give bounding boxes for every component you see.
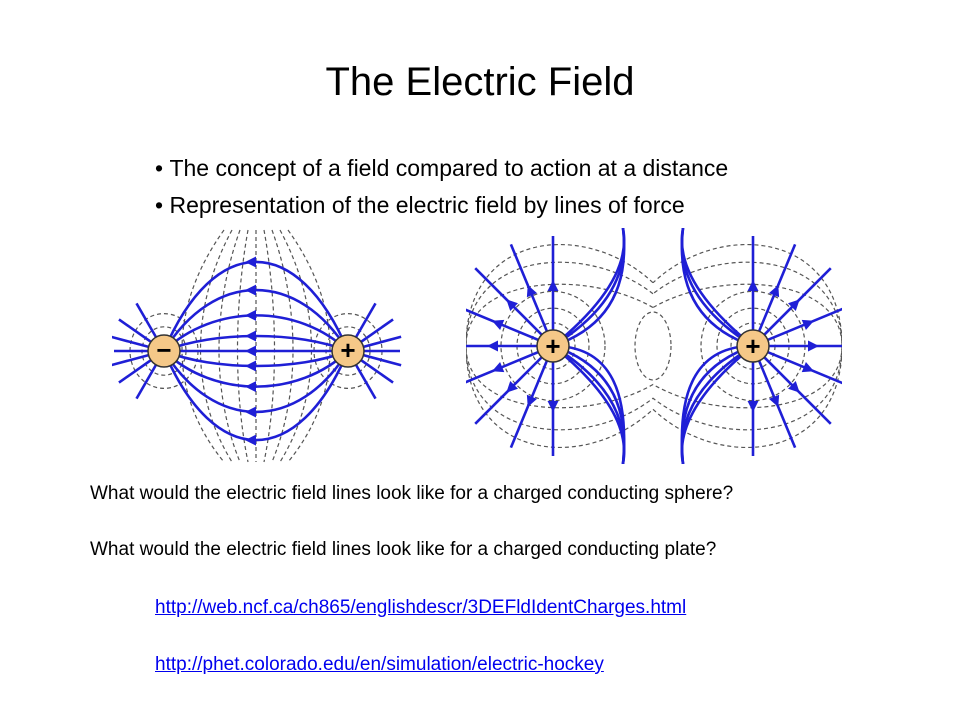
charge-sign: + (545, 331, 560, 361)
slide-title: The Electric Field (325, 60, 635, 104)
field-arrow (801, 319, 814, 331)
field-arrow (788, 299, 800, 311)
equipotential-line (500, 290, 606, 402)
charge-sign: + (745, 331, 760, 361)
field-arrow (492, 319, 505, 331)
equipotential-line (634, 311, 672, 381)
field-arrow (747, 401, 759, 412)
field-arrow (245, 381, 256, 393)
negative-charge: − (147, 334, 181, 368)
field-line (680, 228, 754, 348)
field-arrow (487, 340, 498, 352)
equipotential-line (466, 283, 842, 409)
field-arrow (808, 340, 819, 352)
field-arrow (245, 345, 256, 357)
field-arrow (788, 381, 800, 393)
field-arrow (768, 394, 780, 407)
field-arrow (547, 401, 559, 412)
field-arrow (245, 309, 256, 321)
field-line (466, 308, 554, 348)
field-arrow (526, 285, 538, 298)
field-arrow (245, 360, 256, 372)
positive-charge-right: + (736, 329, 770, 363)
field-arrows (245, 256, 256, 446)
bullet-lines-of-force: Representation of the electric field by … (155, 187, 728, 224)
field-arrow (801, 361, 814, 373)
field-arrow (245, 330, 256, 342)
positive-charge: + (331, 334, 365, 368)
field-line (552, 344, 626, 464)
field-arrows (487, 280, 819, 412)
field-arrow (747, 280, 759, 291)
field-arrow (245, 284, 256, 296)
question-conducting-plate: What would the electric field lines look… (90, 539, 717, 560)
positive-charge-left: + (536, 329, 570, 363)
equipotential-line (466, 244, 842, 448)
field-arrow (245, 256, 256, 268)
field-line (552, 228, 626, 348)
field-line (509, 243, 555, 347)
equipotential-line (466, 261, 842, 431)
equipotential-line (279, 229, 313, 463)
field-line (474, 267, 554, 347)
field-arrow (547, 280, 559, 291)
field-line (751, 243, 797, 347)
like-charges-field-diagram: + + (466, 228, 842, 464)
field-arrow (768, 285, 780, 298)
field-arrow (526, 394, 538, 407)
field-lines (466, 228, 842, 464)
bullet-list: The concept of a field compared to actio… (155, 150, 728, 224)
bullet-field-concept: The concept of a field compared to actio… (155, 150, 728, 187)
charge-sign: − (156, 335, 171, 365)
field-line (466, 344, 554, 384)
field-line (680, 344, 754, 464)
link-phet-electric-hockey[interactable]: http://phet.colorado.edu/en/simulation/e… (155, 654, 604, 675)
field-arrow (245, 434, 256, 446)
field-arrow (492, 361, 505, 373)
equipotential-line (199, 229, 233, 463)
field-arrow (245, 406, 256, 418)
link-3d-field-identical-charges[interactable]: http://web.ncf.ca/ch865/englishdescr/3DE… (155, 597, 687, 618)
charge-sign: + (340, 335, 355, 365)
dipole-field-diagram: − + (112, 229, 402, 463)
question-conducting-sphere: What would the electric field lines look… (90, 483, 734, 504)
